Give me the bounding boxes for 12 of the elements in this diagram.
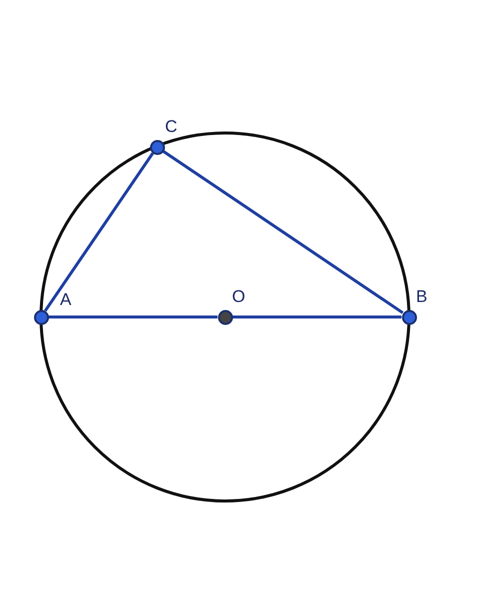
- point-dot: [150, 140, 164, 154]
- line-segment: [44, 152, 154, 312]
- point-label: A: [60, 291, 72, 308]
- line-segment: [162, 150, 404, 314]
- point-label: C: [165, 118, 178, 135]
- point-dot: [34, 310, 48, 324]
- line-segment: [48, 316, 218, 318]
- point-label: B: [416, 288, 428, 305]
- point-dot: [218, 310, 232, 324]
- point-dot: [402, 310, 416, 324]
- point-label: O: [232, 288, 246, 305]
- line-segment: [232, 316, 402, 318]
